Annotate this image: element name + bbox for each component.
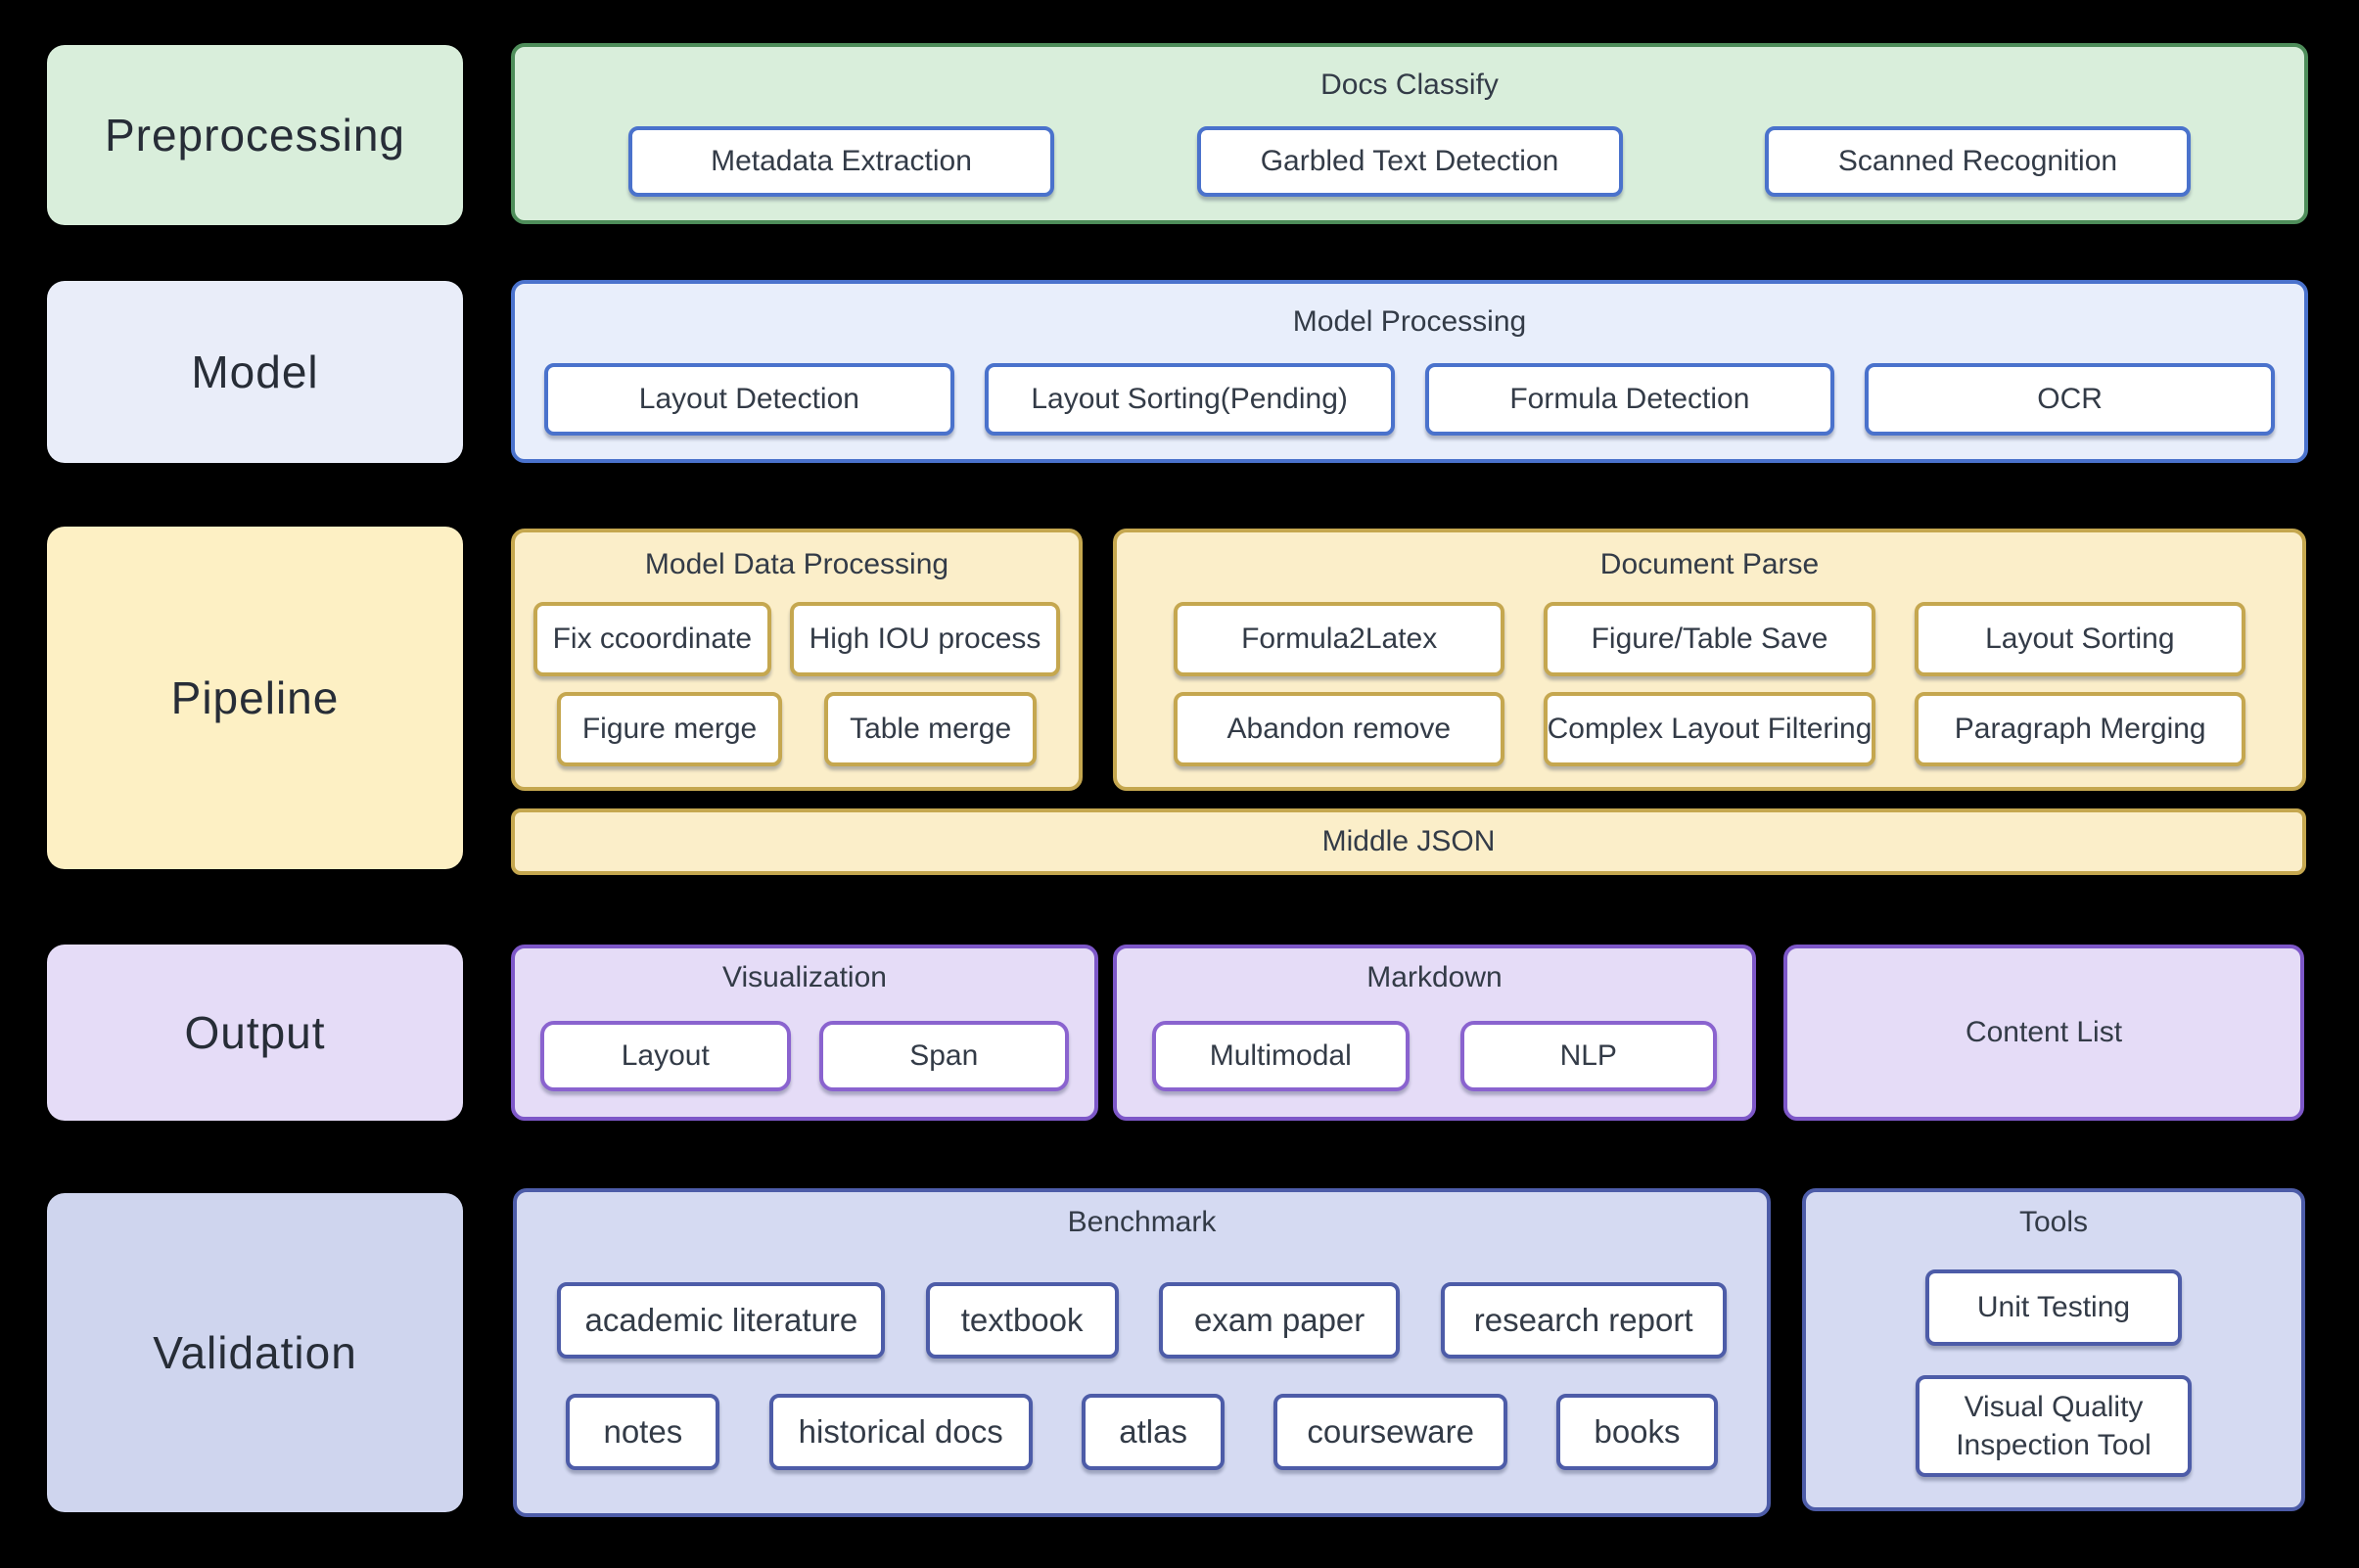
middle-json-bar: Middle JSON <box>511 808 2306 875</box>
node-table-merge: Table merge <box>824 692 1038 766</box>
grid-row: Formula2Latex Figure/Table Save Layout S… <box>1117 602 2302 676</box>
markdown-items: Multimodal NLP <box>1117 994 1752 1117</box>
docs-classify-items: Metadata Extraction Garbled Text Detecti… <box>515 102 2304 220</box>
node-layout-sorting: Layout Sorting <box>1914 602 2245 676</box>
node-layout-detection: Layout Detection <box>544 362 954 436</box>
tools-grid: Unit Testing Visual Quality Inspection T… <box>1806 1239 2301 1507</box>
stage-label-validation: Validation <box>47 1193 463 1512</box>
node-metadata-extraction: Metadata Extraction <box>628 125 1054 197</box>
container-content-list: Content List <box>1783 945 2304 1121</box>
container-tools: Tools Unit Testing Visual Quality Inspec… <box>1802 1188 2305 1511</box>
node-layout: Layout <box>540 1020 791 1091</box>
grid-row: Figure merge Table merge <box>515 692 1079 766</box>
document-parse-grid: Formula2Latex Figure/Table Save Layout S… <box>1117 581 2302 787</box>
grid-row: academic literature textbook exam paper … <box>517 1282 1767 1359</box>
node-courseware: courseware <box>1273 1394 1507 1470</box>
model-processing-items: Layout Detection Layout Sorting(Pending)… <box>515 339 2304 459</box>
container-document-parse: Document Parse Formula2Latex Figure/Tabl… <box>1113 529 2306 791</box>
grid-row: notes historical docs atlas courseware b… <box>517 1394 1767 1470</box>
node-garbled-text-detection: Garbled Text Detection <box>1196 125 1623 197</box>
node-atlas: atlas <box>1082 1394 1225 1470</box>
container-docs-classify: Docs Classify Metadata Extraction Garble… <box>511 43 2308 224</box>
node-formula2latex: Formula2Latex <box>1174 602 1505 676</box>
container-markdown: Markdown Multimodal NLP <box>1113 945 1756 1121</box>
grid-row: Visual Quality Inspection Tool <box>1806 1375 2301 1477</box>
content-list-title: Content List <box>1965 1016 2123 1048</box>
node-unit-testing: Unit Testing <box>1925 1269 2182 1346</box>
node-books: books <box>1556 1394 1718 1470</box>
node-formula-detection: Formula Detection <box>1424 362 1835 436</box>
node-historical-docs: historical docs <box>768 1394 1033 1470</box>
node-visual-quality-inspection-tool: Visual Quality Inspection Tool <box>1916 1375 2192 1477</box>
node-high-iou-process: High IOU process <box>789 602 1061 676</box>
benchmark-grid: academic literature textbook exam paper … <box>517 1239 1767 1513</box>
node-research-report: research report <box>1440 1282 1727 1359</box>
stage-label-pipeline: Pipeline <box>47 527 463 869</box>
visualization-items: Layout Span <box>515 994 1094 1117</box>
node-ocr: OCR <box>1865 362 2275 436</box>
node-academic-literature: academic literature <box>557 1282 886 1359</box>
node-abandon-remove: Abandon remove <box>1174 692 1504 766</box>
node-figure-merge: Figure merge <box>556 692 783 766</box>
node-textbook: textbook <box>925 1282 1119 1359</box>
node-scanned-recognition: Scanned Recognition <box>1765 125 2191 197</box>
container-title: Model Data Processing <box>644 548 949 580</box>
node-layout-sorting-pending: Layout Sorting(Pending) <box>984 362 1395 436</box>
grid-row: Fix ccoordinate High IOU process <box>515 602 1079 676</box>
container-title: Markdown <box>1366 961 1503 993</box>
container-title: Tools <box>2018 1206 2089 1238</box>
node-span: Span <box>818 1020 1069 1091</box>
node-exam-paper: exam paper <box>1159 1282 1401 1359</box>
node-figure-table-save: Figure/Table Save <box>1544 602 1875 676</box>
node-paragraph-merging: Paragraph Merging <box>1915 692 2246 766</box>
container-model-data-processing: Model Data Processing Fix ccoordinate Hi… <box>511 529 1083 791</box>
node-fix-ccoordinate: Fix ccoordinate <box>532 602 772 676</box>
grid-row: Abandon remove Complex Layout Filtering … <box>1117 692 2302 766</box>
container-title: Docs Classify <box>1320 69 1499 101</box>
container-title: Model Processing <box>1292 305 1527 338</box>
container-title: Benchmark <box>1067 1206 1217 1238</box>
container-visualization: Visualization Layout Span <box>511 945 1098 1121</box>
node-multimodal: Multimodal <box>1152 1020 1410 1091</box>
node-complex-layout-filtering: Complex Layout Filtering <box>1543 692 1876 766</box>
model-data-processing-grid: Fix ccoordinate High IOU process Figure … <box>515 581 1079 787</box>
container-model-processing: Model Processing Layout Detection Layout… <box>511 280 2308 463</box>
node-nlp: NLP <box>1459 1020 1717 1091</box>
stage-label-model: Model <box>47 281 463 463</box>
stage-label-preprocessing: Preprocessing <box>47 45 463 225</box>
stage-label-output: Output <box>47 945 463 1121</box>
grid-row: Unit Testing <box>1806 1269 2301 1346</box>
node-notes: notes <box>566 1394 720 1470</box>
container-benchmark: Benchmark academic literature textbook e… <box>513 1188 1771 1517</box>
container-title: Document Parse <box>1599 548 1820 580</box>
container-title: Visualization <box>722 961 887 993</box>
